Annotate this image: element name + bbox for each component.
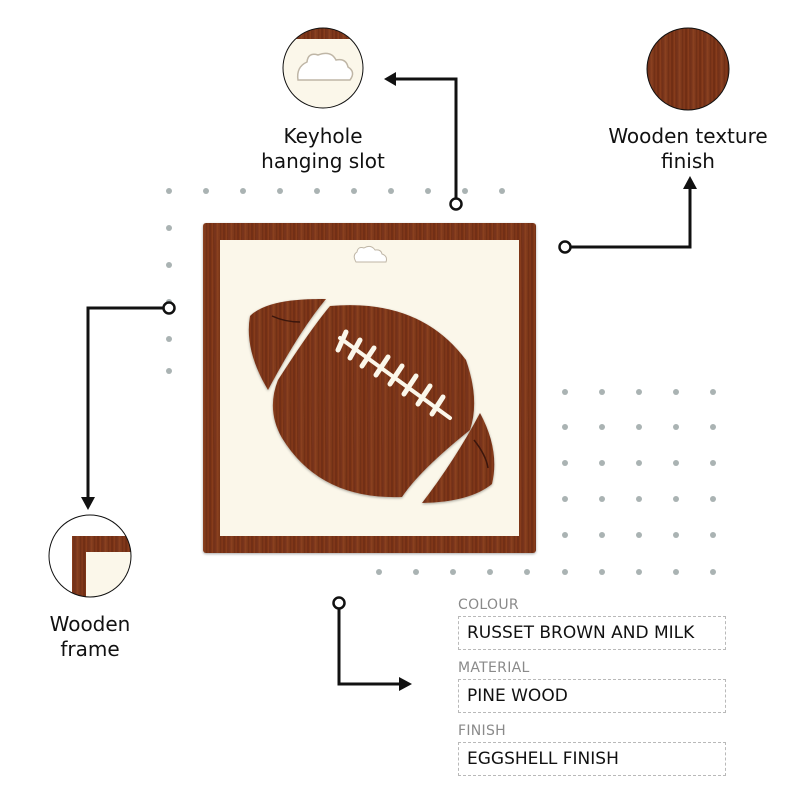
dot-grid-bottom-right — [376, 389, 716, 575]
football-body — [272, 305, 475, 498]
specs-leader — [337, 608, 402, 686]
frame-corner-detail — [48, 514, 132, 598]
wood-texture-swatch — [646, 27, 730, 111]
football-left-cap — [248, 298, 326, 390]
spec-finish-heading: FINISH — [458, 723, 506, 739]
spec-material-value: PINE WOOD — [458, 679, 726, 713]
keyhole-slot-icon — [296, 52, 354, 81]
keyhole-callout-label: Keyhole hanging slot — [243, 124, 403, 174]
keyhole-label-line1: Keyhole — [283, 124, 363, 148]
frame-label-line2: frame — [60, 637, 120, 661]
texture-label-line1: Wooden texture — [608, 124, 768, 148]
dot-grid-top-left — [166, 188, 505, 374]
football-laces — [335, 329, 452, 420]
football-wall-art — [203, 223, 536, 553]
frame-leader — [86, 306, 164, 501]
football-right-cap — [422, 413, 495, 503]
keyhole-label-line2: hanging slot — [261, 149, 385, 173]
frame-callout-label: Wooden frame — [30, 612, 150, 662]
leader-lines — [81, 72, 697, 691]
frame-label-line1: Wooden — [49, 612, 131, 636]
texture-label-line2: finish — [661, 149, 715, 173]
keyhole-callout-circle — [282, 27, 364, 109]
spec-colour-heading: COLOUR — [458, 597, 519, 613]
spec-colour-value: RUSSET BROWN AND MILK — [458, 616, 726, 650]
keyhole-leader — [392, 77, 458, 200]
texture-leader — [570, 186, 692, 249]
texture-callout-label: Wooden texture finish — [598, 124, 778, 174]
spec-material-heading: MATERIAL — [458, 660, 530, 676]
keyhole-slot — [353, 245, 387, 263]
football-icon — [248, 298, 495, 503]
spec-finish-value: EGGSHELL FINISH — [458, 742, 726, 776]
